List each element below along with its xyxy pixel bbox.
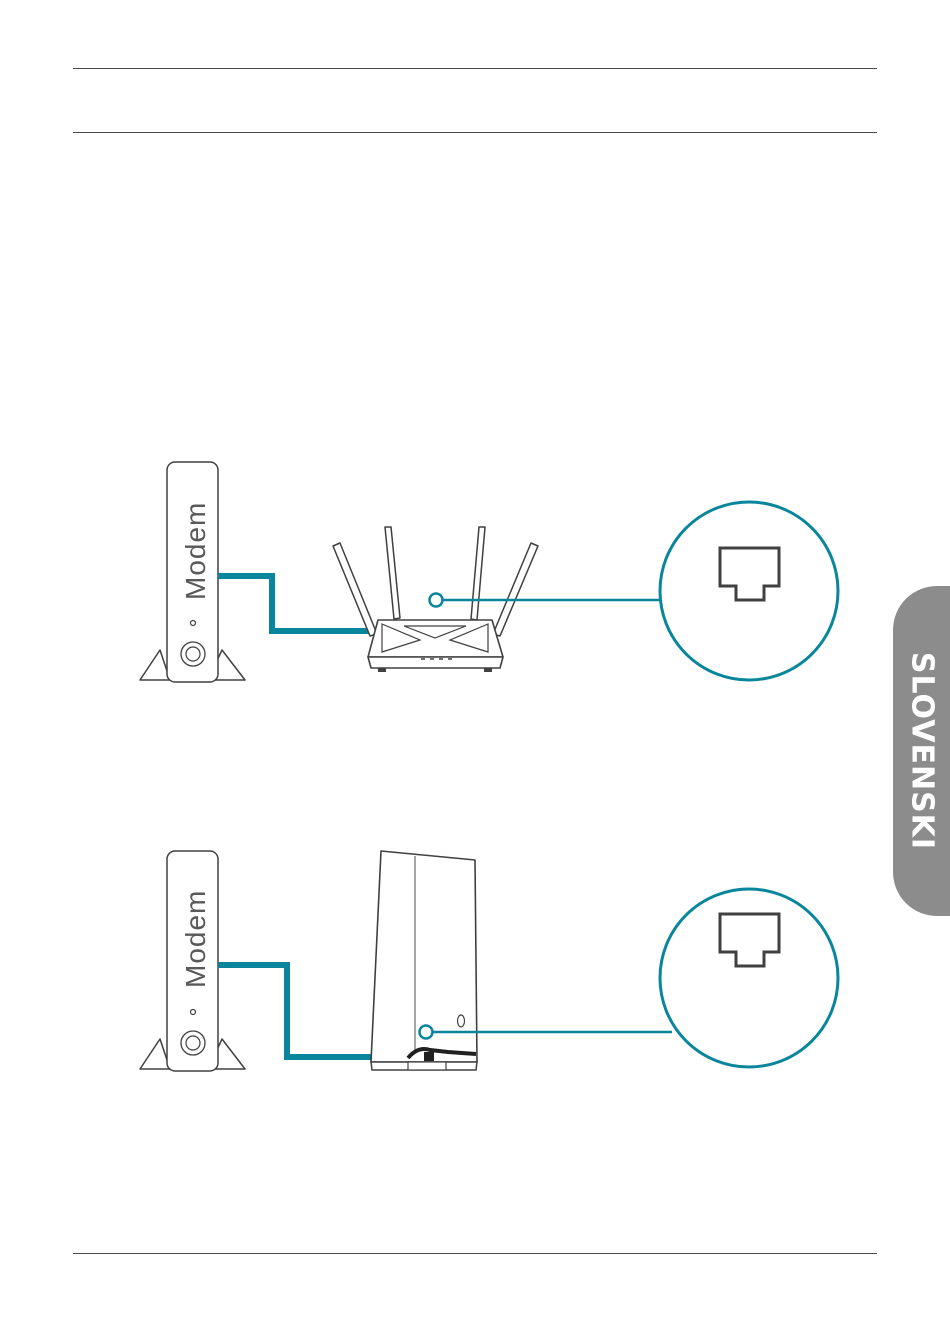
modem-2: Modem xyxy=(140,851,245,1071)
modem-1: Modem xyxy=(140,462,245,682)
modem-1-label: Modem xyxy=(180,502,211,600)
modem-2-label: Modem xyxy=(180,890,211,988)
callout-2 xyxy=(420,889,839,1067)
